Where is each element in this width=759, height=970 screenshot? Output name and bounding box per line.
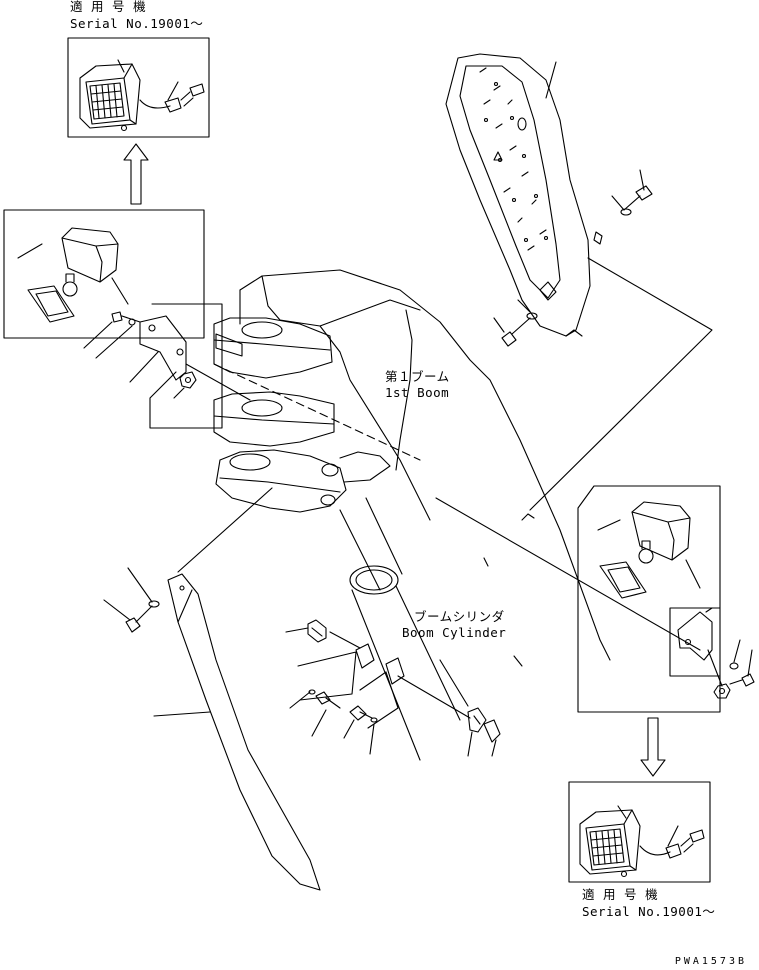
bottom-inset-serial-label: Serial No.19001～	[582, 904, 716, 919]
bolt-icon	[316, 692, 340, 708]
bulb-icon	[639, 541, 653, 563]
clamp-plate-icon	[356, 644, 374, 668]
right-lamp-assembly	[578, 486, 754, 712]
leader-line	[598, 520, 700, 588]
boom-cylinder	[340, 498, 460, 760]
leader-line	[546, 62, 556, 98]
leader-line	[618, 806, 678, 846]
leader-line	[84, 322, 184, 398]
leader-line	[484, 514, 534, 566]
boom-label-en: 1st Boom	[385, 385, 450, 400]
lens-icon	[600, 562, 646, 598]
lamp-housing-icon	[62, 228, 118, 282]
arrow-down-icon	[641, 718, 665, 776]
washer-icon	[621, 209, 631, 215]
arrow-up-icon	[124, 144, 148, 204]
worklight-cable-icon	[640, 830, 704, 858]
bulb-icon	[63, 274, 77, 296]
inset-bottom-worklight	[569, 782, 710, 882]
leader-line	[530, 258, 712, 510]
lower-guard-fastener	[104, 568, 159, 632]
washer-icon	[371, 718, 377, 722]
cylinder-label-jp: ブームシリンダ	[414, 609, 505, 624]
bolt-icon	[502, 318, 530, 346]
leader-line	[706, 608, 752, 686]
left-lamp-assembly	[4, 210, 222, 428]
lamp-housing-icon	[632, 502, 690, 560]
leader-line	[18, 244, 128, 304]
leader-line	[360, 672, 398, 728]
clamp-bracket-icon	[308, 620, 326, 642]
clamp-plate-icon	[386, 658, 404, 684]
nut-icon	[714, 684, 730, 698]
drawing-number: PWA1573B	[674, 956, 747, 967]
leader-line	[612, 170, 644, 210]
clamp-icon	[468, 708, 486, 732]
bolt-icon	[624, 186, 652, 210]
left-bracket-frame	[150, 304, 222, 428]
lens-icon	[28, 286, 74, 322]
mount-bracket-icon	[140, 316, 186, 380]
lower-guard	[168, 574, 320, 890]
leader-line	[344, 720, 374, 754]
washer-icon	[129, 319, 135, 325]
washer-icon	[149, 601, 159, 607]
upper-guard-fastener-right	[612, 170, 652, 215]
nut-icon	[180, 372, 196, 388]
inset-top-worklight	[68, 38, 209, 137]
washer-icon	[730, 663, 738, 669]
leader-line	[286, 628, 360, 648]
upper-guard-fastener-left	[494, 300, 537, 346]
boom-label-jp: 第１ブーム	[385, 369, 450, 384]
clamp-icon	[484, 720, 500, 742]
inset-bottom-frame	[569, 782, 710, 882]
cylinder-label-en: Boom Cylinder	[402, 625, 507, 640]
washer-icon	[309, 690, 315, 694]
leader-line	[398, 660, 496, 756]
leader-line	[494, 300, 530, 332]
leader-line	[298, 652, 356, 700]
leader-line	[436, 498, 700, 650]
worklight-cable-icon	[140, 84, 204, 112]
top-inset-serial-label: Serial No.19001～	[70, 16, 204, 31]
first-boom	[240, 270, 610, 660]
hose-clamp-assembly	[286, 620, 500, 756]
washer-icon	[527, 313, 537, 319]
boom-foot-pin-bracket	[214, 318, 390, 512]
leader-line	[514, 656, 522, 666]
leader-line	[154, 712, 210, 716]
top-inset-applicable-label: 適 用 号 機	[70, 0, 147, 14]
leader-line	[290, 692, 326, 736]
leader-line	[104, 568, 152, 620]
left-lamp-frame	[4, 210, 204, 338]
inset-top-frame	[68, 38, 209, 137]
leader-line	[186, 364, 250, 400]
mount-bracket-icon	[678, 612, 712, 660]
worklight-lamp-icon	[580, 810, 640, 877]
bolt-icon	[350, 706, 372, 720]
worklight-lamp-icon	[80, 64, 140, 131]
bolt-icon	[112, 312, 140, 322]
leader-line	[168, 82, 178, 100]
bolt-icon	[730, 674, 754, 686]
leader-line	[214, 364, 420, 460]
upper-guard	[446, 54, 602, 336]
bottom-inset-applicable-label: 適 用 号 機	[582, 887, 659, 902]
bolt-icon	[126, 606, 152, 632]
leader-line	[178, 488, 272, 572]
right-lamp-frame	[578, 486, 720, 712]
leader-line	[118, 60, 124, 72]
